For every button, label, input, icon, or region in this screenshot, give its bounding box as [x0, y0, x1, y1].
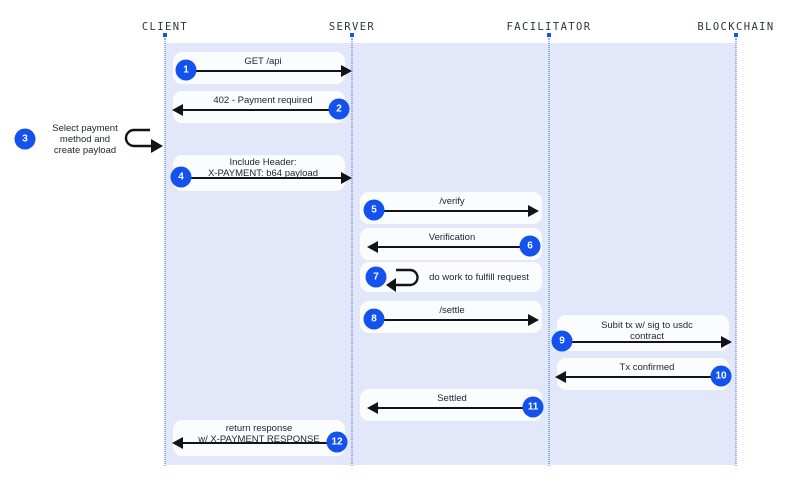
actor-label-client: CLIENT [141, 21, 189, 33]
lifeline-client [164, 38, 166, 466]
step-badge-3[interactable]: 3 [14, 128, 36, 150]
message-band-10 [557, 358, 729, 390]
message-line-2 [180, 109, 342, 111]
actor-label-server: SERVER [328, 21, 376, 33]
lifeline-dot-client [163, 33, 167, 37]
message-line-11 [375, 407, 530, 409]
arrowhead-left-2 [172, 104, 183, 116]
arrowhead-left-11 [367, 402, 378, 414]
message-line-9 [560, 341, 726, 343]
arrowhead-right-5 [528, 205, 539, 217]
arrowhead-right-8 [528, 314, 539, 326]
message-label-5: /verify [439, 196, 465, 207]
self-loop-arrow-7 [386, 268, 419, 292]
step-badge-12[interactable]: 12 [326, 431, 348, 453]
actor-label-blockchain: BLOCKCHAIN [697, 21, 775, 33]
note-label-3: Select payment method and create payload [52, 123, 118, 156]
arrowhead-left-12 [172, 437, 183, 449]
step-badge-6[interactable]: 6 [519, 235, 541, 257]
message-label-8: /settle [439, 305, 465, 316]
actor-label-facilitator: FACILITATOR [506, 21, 592, 33]
message-band-1 [173, 52, 345, 84]
lifeline-server [351, 38, 353, 466]
step-badge-9[interactable]: 9 [551, 330, 573, 352]
step-badge-7[interactable]: 7 [365, 266, 387, 288]
message-band-5 [360, 192, 542, 224]
arrowhead-left-6 [367, 241, 378, 253]
message-label-4: Include Header: X-PAYMENT: b64 payload [207, 157, 319, 179]
step-badge-10[interactable]: 10 [710, 365, 732, 387]
message-label-6: Verification [428, 232, 476, 243]
message-line-1 [176, 70, 346, 72]
message-band-11 [360, 389, 542, 421]
message-label-7: do work to fulfill request [429, 272, 529, 283]
message-line-10 [563, 376, 723, 378]
message-band-12 [173, 420, 345, 456]
step-badge-4[interactable]: 4 [170, 166, 192, 188]
step-badge-1[interactable]: 1 [175, 59, 197, 81]
lifeline-dot-facilitator [547, 33, 551, 37]
self-loop-arrow-3 [124, 128, 163, 153]
arrowhead-right-9 [721, 336, 732, 348]
message-band-8 [360, 301, 542, 333]
message-band-9 [557, 315, 729, 351]
message-label-12: return response w/ X-PAYMENT RESPONSE [198, 423, 320, 445]
message-label-11: Settled [437, 393, 467, 404]
message-line-4 [176, 177, 346, 179]
message-band-2 [173, 91, 345, 123]
message-band-4 [173, 155, 345, 191]
message-label-10: Tx confirmed [619, 362, 675, 373]
lifeline-dot-server [350, 33, 354, 37]
message-label-9: Subit tx w/ sig to usdc contract [601, 320, 693, 342]
message-line-5 [374, 210, 533, 212]
step-badge-8[interactable]: 8 [363, 308, 385, 330]
message-label-2: 402 - Payment required [213, 95, 313, 106]
step-badge-11[interactable]: 11 [522, 396, 544, 418]
step-badge-2[interactable]: 2 [328, 98, 350, 120]
message-line-6 [375, 246, 530, 248]
message-band-6 [360, 228, 542, 260]
arrowhead-right-4 [341, 172, 352, 184]
message-label-1: GET /api [244, 56, 282, 67]
message-line-12 [180, 442, 336, 444]
arrowhead-left-10 [555, 371, 566, 383]
lifeline-facilitator [548, 38, 550, 466]
lane-band-facilitator-chain [549, 43, 736, 465]
lifeline-dot-blockchain [734, 33, 738, 37]
message-line-8 [374, 319, 533, 321]
arrowhead-right-1 [341, 65, 352, 77]
step-badge-5[interactable]: 5 [363, 199, 385, 221]
lifeline-blockchain [735, 38, 737, 466]
